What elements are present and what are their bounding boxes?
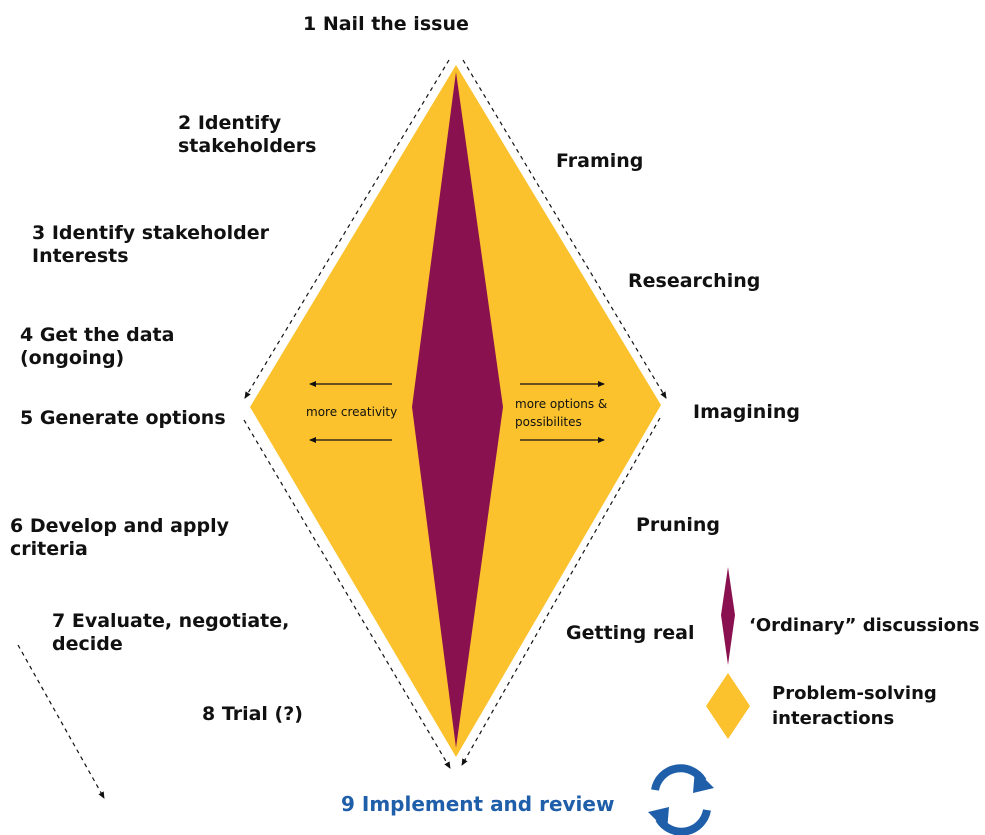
- dashed-arrow-bottom-right: [461, 417, 661, 766]
- step-2-label-line2: stakeholders: [178, 135, 317, 157]
- dashed-arrow-side: [17, 644, 105, 799]
- dashed-arrow-bottom-left: [243, 419, 451, 769]
- step-6-label-line1: 6 Develop and apply: [10, 515, 230, 537]
- step-7-label-line1: 7 Evaluate, negotiate,: [52, 610, 290, 632]
- legend-problem-label-line1: Problem-solving: [772, 683, 937, 704]
- phase-pruning: Pruning: [636, 514, 720, 536]
- ordinary-discussion-diamond: [412, 72, 503, 748]
- legend-problem-label-line2: interactions: [772, 708, 895, 729]
- step-3-label-line1: 3 Identify stakeholder: [32, 222, 269, 244]
- step-7-label-line2: decide: [52, 633, 123, 655]
- step-1-label: 1 Nail the issue: [303, 13, 469, 35]
- more-creativity-text: more creativity: [306, 405, 398, 419]
- phase-researching: Researching: [628, 270, 761, 292]
- dashed-arrow-top-right: [462, 59, 667, 399]
- step-4-label-line1: 4 Get the data: [20, 324, 175, 346]
- step-6-label-line2: criteria: [10, 538, 88, 560]
- step-2-label-line1: 2 Identify: [178, 112, 282, 134]
- phase-getting-real: Getting real: [566, 622, 695, 644]
- more-options-text-line1: more options &: [515, 397, 608, 411]
- legend-problem-swatch: [706, 673, 750, 739]
- phase-imagining: Imagining: [693, 401, 800, 423]
- legend-ordinary-label: ‘Ordinary” discussions: [749, 615, 980, 636]
- step-8-label: 8 Trial (?): [202, 703, 303, 725]
- phase-framing: Framing: [556, 150, 644, 172]
- step-5-label: 5 Generate options: [20, 407, 226, 429]
- legend-ordinary-swatch: [721, 567, 735, 665]
- step-4-label-line2: (ongoing): [20, 347, 125, 369]
- step-3-label-line2: Interests: [32, 245, 129, 267]
- dashed-arrow-top-left: [244, 59, 450, 399]
- more-options-text-line2: possibilites: [515, 415, 582, 429]
- step-9-label: 9 Implement and review: [341, 792, 615, 816]
